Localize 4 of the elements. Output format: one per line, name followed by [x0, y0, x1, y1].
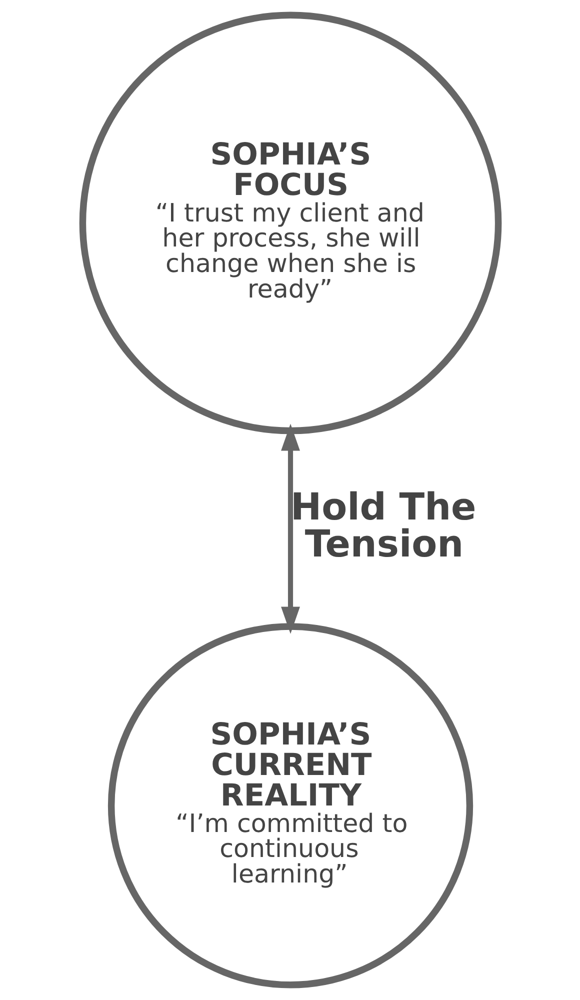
arrow [280, 424, 300, 634]
edge-label: Hold The Tension [290, 486, 476, 566]
node-circle: SOPHIA’S CURRENT REALITY “I’m committed to continuous learning” [107, 623, 473, 988]
node-circle: SOPHIA’S FOCUS “I trust my client and her process, she will change when she is ready” [78, 12, 502, 434]
